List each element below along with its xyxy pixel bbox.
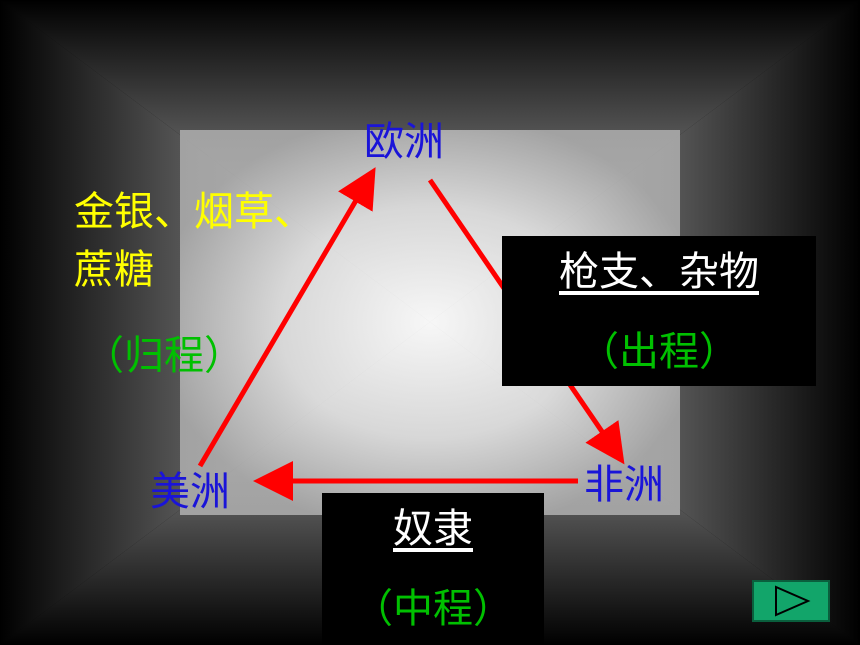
- return-leg-label: （归程）: [84, 333, 244, 379]
- outbound-cargo: 枪支、杂物: [559, 249, 759, 295]
- node-africa: 非洲: [584, 462, 664, 508]
- play-triangle-icon: [775, 585, 811, 617]
- return-cargo-line1: 金银、烟草、: [74, 189, 314, 235]
- middle-box: 奴隶 （中程）: [322, 493, 544, 645]
- middle-cargo: 奴隶: [393, 506, 473, 552]
- node-europe: 欧洲: [364, 119, 444, 165]
- return-cargo-line2: 蔗糖: [74, 247, 154, 293]
- arrow-america-to-europe: [197, 167, 376, 468]
- middle-leg-label: （中程）: [353, 586, 513, 632]
- outbound-box: 枪支、杂物 （出程）: [502, 236, 816, 386]
- node-america: 美洲: [150, 469, 230, 515]
- next-slide-button[interactable]: [752, 580, 830, 622]
- outbound-leg-label: （出程）: [579, 329, 739, 375]
